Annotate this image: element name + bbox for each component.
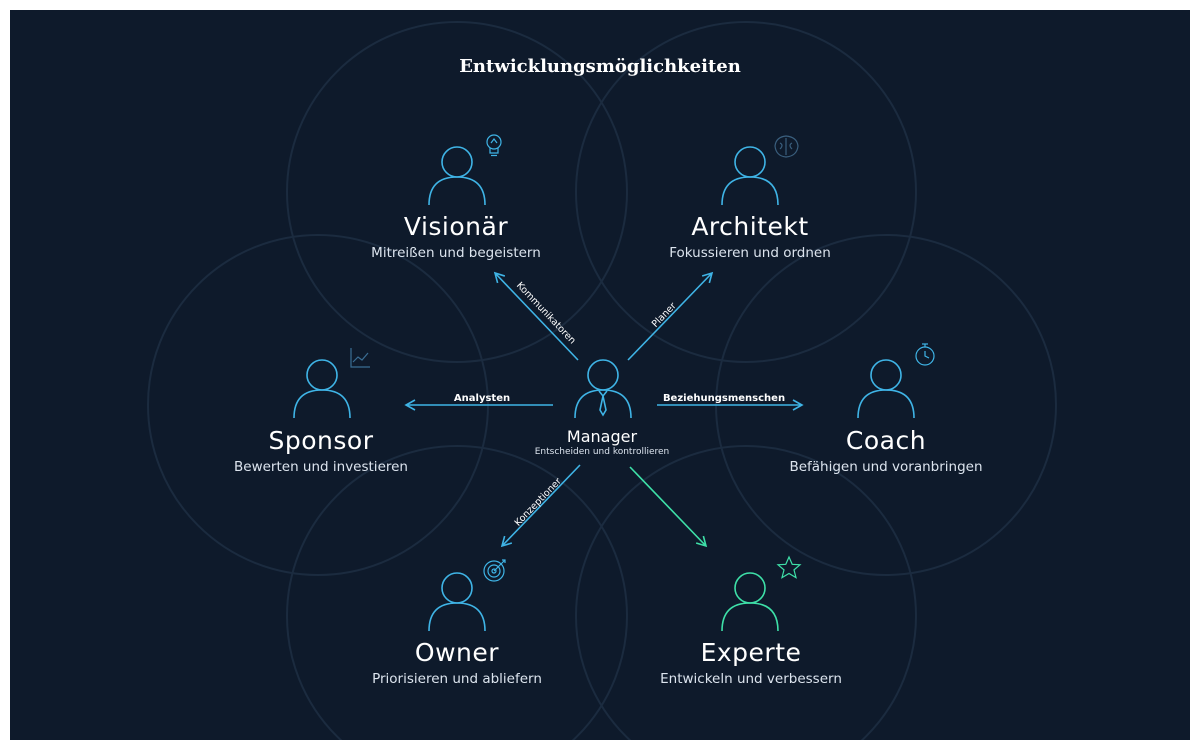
role-name: Experte: [700, 638, 802, 667]
label-analysten: Analysten: [454, 393, 510, 404]
role-owner: Owner Priorisieren und abliefern: [297, 638, 617, 688]
page-title: Entwicklungsmöglichkeiten: [459, 56, 741, 77]
arrow-experte: [629, 466, 708, 548]
ring-visionaer: [286, 21, 628, 363]
person-architekt: [721, 146, 779, 206]
manager-name: Manager: [566, 427, 638, 446]
role-description: Befähigen und voranbringen: [789, 459, 983, 475]
person-experte: [721, 572, 779, 632]
person-coach: [857, 359, 915, 419]
arrow-planer: [627, 271, 714, 361]
stopwatch-icon: [915, 343, 935, 366]
role-name: Sponsor: [268, 426, 374, 455]
label-planer: Planer: [650, 301, 679, 330]
ring-architekt: [575, 21, 917, 363]
person-sponsor: [293, 359, 351, 419]
ring-experte: [575, 445, 917, 740]
target-icon: [483, 559, 506, 582]
role-sponsor: Sponsor Bewerten und investieren: [161, 426, 481, 476]
arrow-konzeptioner: [500, 464, 581, 548]
role-experte: Experte Entwickeln und verbessern: [591, 638, 911, 688]
role-visionaer: Visionär Mitreißen und begeistern: [296, 212, 616, 262]
manager-description: Entscheiden und kontrollieren: [534, 447, 670, 457]
arrow-kommunikatoren: [493, 271, 579, 361]
role-description: Bewerten und investieren: [234, 459, 408, 475]
star-icon: [776, 555, 802, 579]
brain-icon: [774, 135, 799, 158]
role-description: Fokussieren und ordnen: [669, 245, 831, 261]
role-description: Entwickeln und verbessern: [660, 671, 842, 687]
role-coach: Coach Befähigen und voranbringen: [726, 426, 1046, 476]
ring-owner: [286, 445, 628, 740]
role-name: Architekt: [691, 212, 809, 241]
person-owner: [428, 572, 486, 632]
diagram-panel: [10, 10, 1190, 740]
person-manager: [574, 359, 632, 419]
label-konzeptioner: Konzeptioner: [513, 476, 564, 529]
role-name: Coach: [845, 426, 927, 455]
chart-icon: [350, 348, 370, 368]
label-beziehungsmenschen: Beziehungsmenschen: [663, 393, 785, 404]
role-description: Priorisieren und abliefern: [372, 671, 542, 687]
lightbulb-icon: [486, 134, 502, 157]
role-name: Visionär: [403, 212, 509, 241]
role-description: Mitreißen und begeistern: [371, 245, 541, 261]
role-name: Owner: [414, 638, 500, 667]
person-visionaer: [428, 146, 486, 206]
role-architekt: Architekt Fokussieren und ordnen: [590, 212, 910, 262]
